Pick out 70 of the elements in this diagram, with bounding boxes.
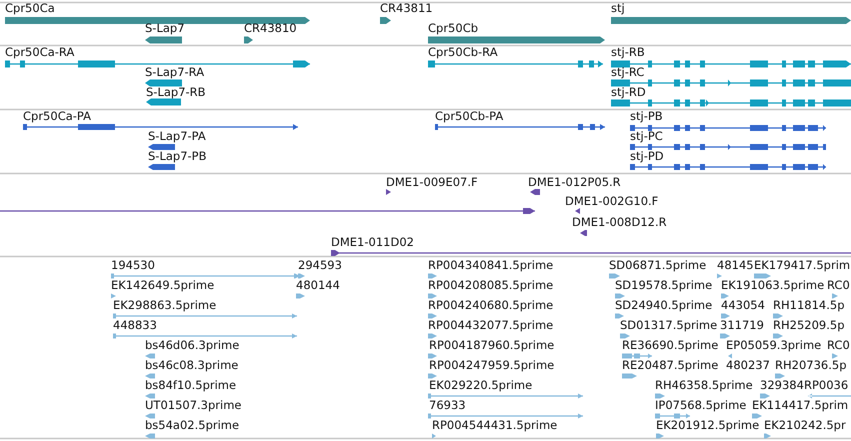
feature-label: RP004340841.5prime [428,259,554,272]
feature-label: 294593 [298,259,342,272]
feature-label: RH25209.5p [773,319,844,332]
feature-label: IP07568.5prime [655,399,746,412]
feature-label: S-Lap7-RB [146,86,206,99]
feature-label: RC0 [827,279,850,292]
feature-label: bs84f10.5prime [145,379,236,392]
feature-label: stj [611,2,625,15]
feature-label: 48145 [717,259,754,272]
feature-label: stj-PB [630,110,663,123]
feature-label: Cpr50Ca-RA [5,46,74,59]
feature-label: RE36690.5prime [622,339,718,352]
feature-label: RP004240680.5prime [428,299,554,312]
feature-label: RC0 [827,339,850,352]
feature-label: RE20487.5prime [622,359,718,372]
feature-label: RH46358.5prime [655,379,753,392]
feature-label: 194530 [111,259,155,272]
feature-label: Cpr50Ca [5,2,55,15]
feature-label: RH11814.5p [773,299,844,312]
feature-label: 311719 [720,319,764,332]
feature-label: DME1-009E07.F [386,176,478,189]
feature-label: SD01317.5prime [620,319,718,332]
feature-label: 480237 [726,359,770,372]
feature-label: S-Lap7 [145,22,185,35]
feature-label: EK142649.5prime [111,279,214,292]
feature-label: Cpr50Ca-PA [23,110,91,123]
feature-label: EK191063.5prime [721,279,824,292]
feature-label: EK114417.5prim [752,399,848,412]
feature-label: EK029220.5prime [429,379,532,392]
feature-label: stj-RB [611,46,645,59]
feature-label: DME1-008D12.R [572,216,667,229]
feature-label: CR43810 [244,22,297,35]
feature-label: stj-PD [630,150,664,163]
feature-label: Cpr50Cb-PA [435,110,504,123]
feature-label: SD06871.5prime [609,259,706,272]
feature-label: 448833 [113,319,157,332]
feature-label: 480144 [296,279,340,292]
feature-label: RP004187960.5prime [429,339,554,352]
feature-label: EK179417.5prim [754,259,850,272]
feature-label: EK210242.5pr [764,419,846,432]
feature-label: stj-RC [611,66,644,79]
feature-label: bs46c08.3prime [145,359,238,372]
feature-label: RP004544431.5prime [432,419,558,432]
feature-label: SD24940.5prime [615,299,712,312]
feature-label: DME1-002G10.F [565,195,658,208]
feature-label: CR43811 [380,2,433,15]
feature-label: RH20736.5p [775,359,846,372]
feature-label: 329384 [760,379,804,392]
feature-label: S-Lap7-RA [145,66,204,79]
feature-label: bs54a02.5prime [145,419,240,432]
feature-label: stj-PC [630,130,663,143]
feature-label: UT01507.3prime [145,399,242,412]
feature-label: S-Lap7-PB [148,150,206,163]
feature-label: DME1-011D02 [331,236,414,249]
feature-label: RP004247959.5prime [429,359,554,372]
feature-label: DME1-012P05.R [528,176,621,189]
feature-label: SD19578.5prime [615,279,712,292]
feature-label: RP004208085.5prime [428,279,554,292]
feature-label: 76933 [429,399,466,412]
feature-label: Cpr50Cb [428,22,478,35]
feature-label: Cpr50Cb-RA [428,46,498,59]
feature-label: 443054 [721,299,765,312]
feature-label: bs46d06.3prime [145,339,240,352]
feature-label: EP05059.3prime [726,339,822,352]
feature-label: S-Lap7-PA [148,130,206,143]
feature-label: RP004432077.5prime [428,319,554,332]
feature-label: EK201912.5prime [656,419,760,432]
feature-label: RP0036 [804,379,848,392]
feature-label: stj-RD [611,86,646,99]
feature-label: EK298863.5prime [113,299,216,312]
